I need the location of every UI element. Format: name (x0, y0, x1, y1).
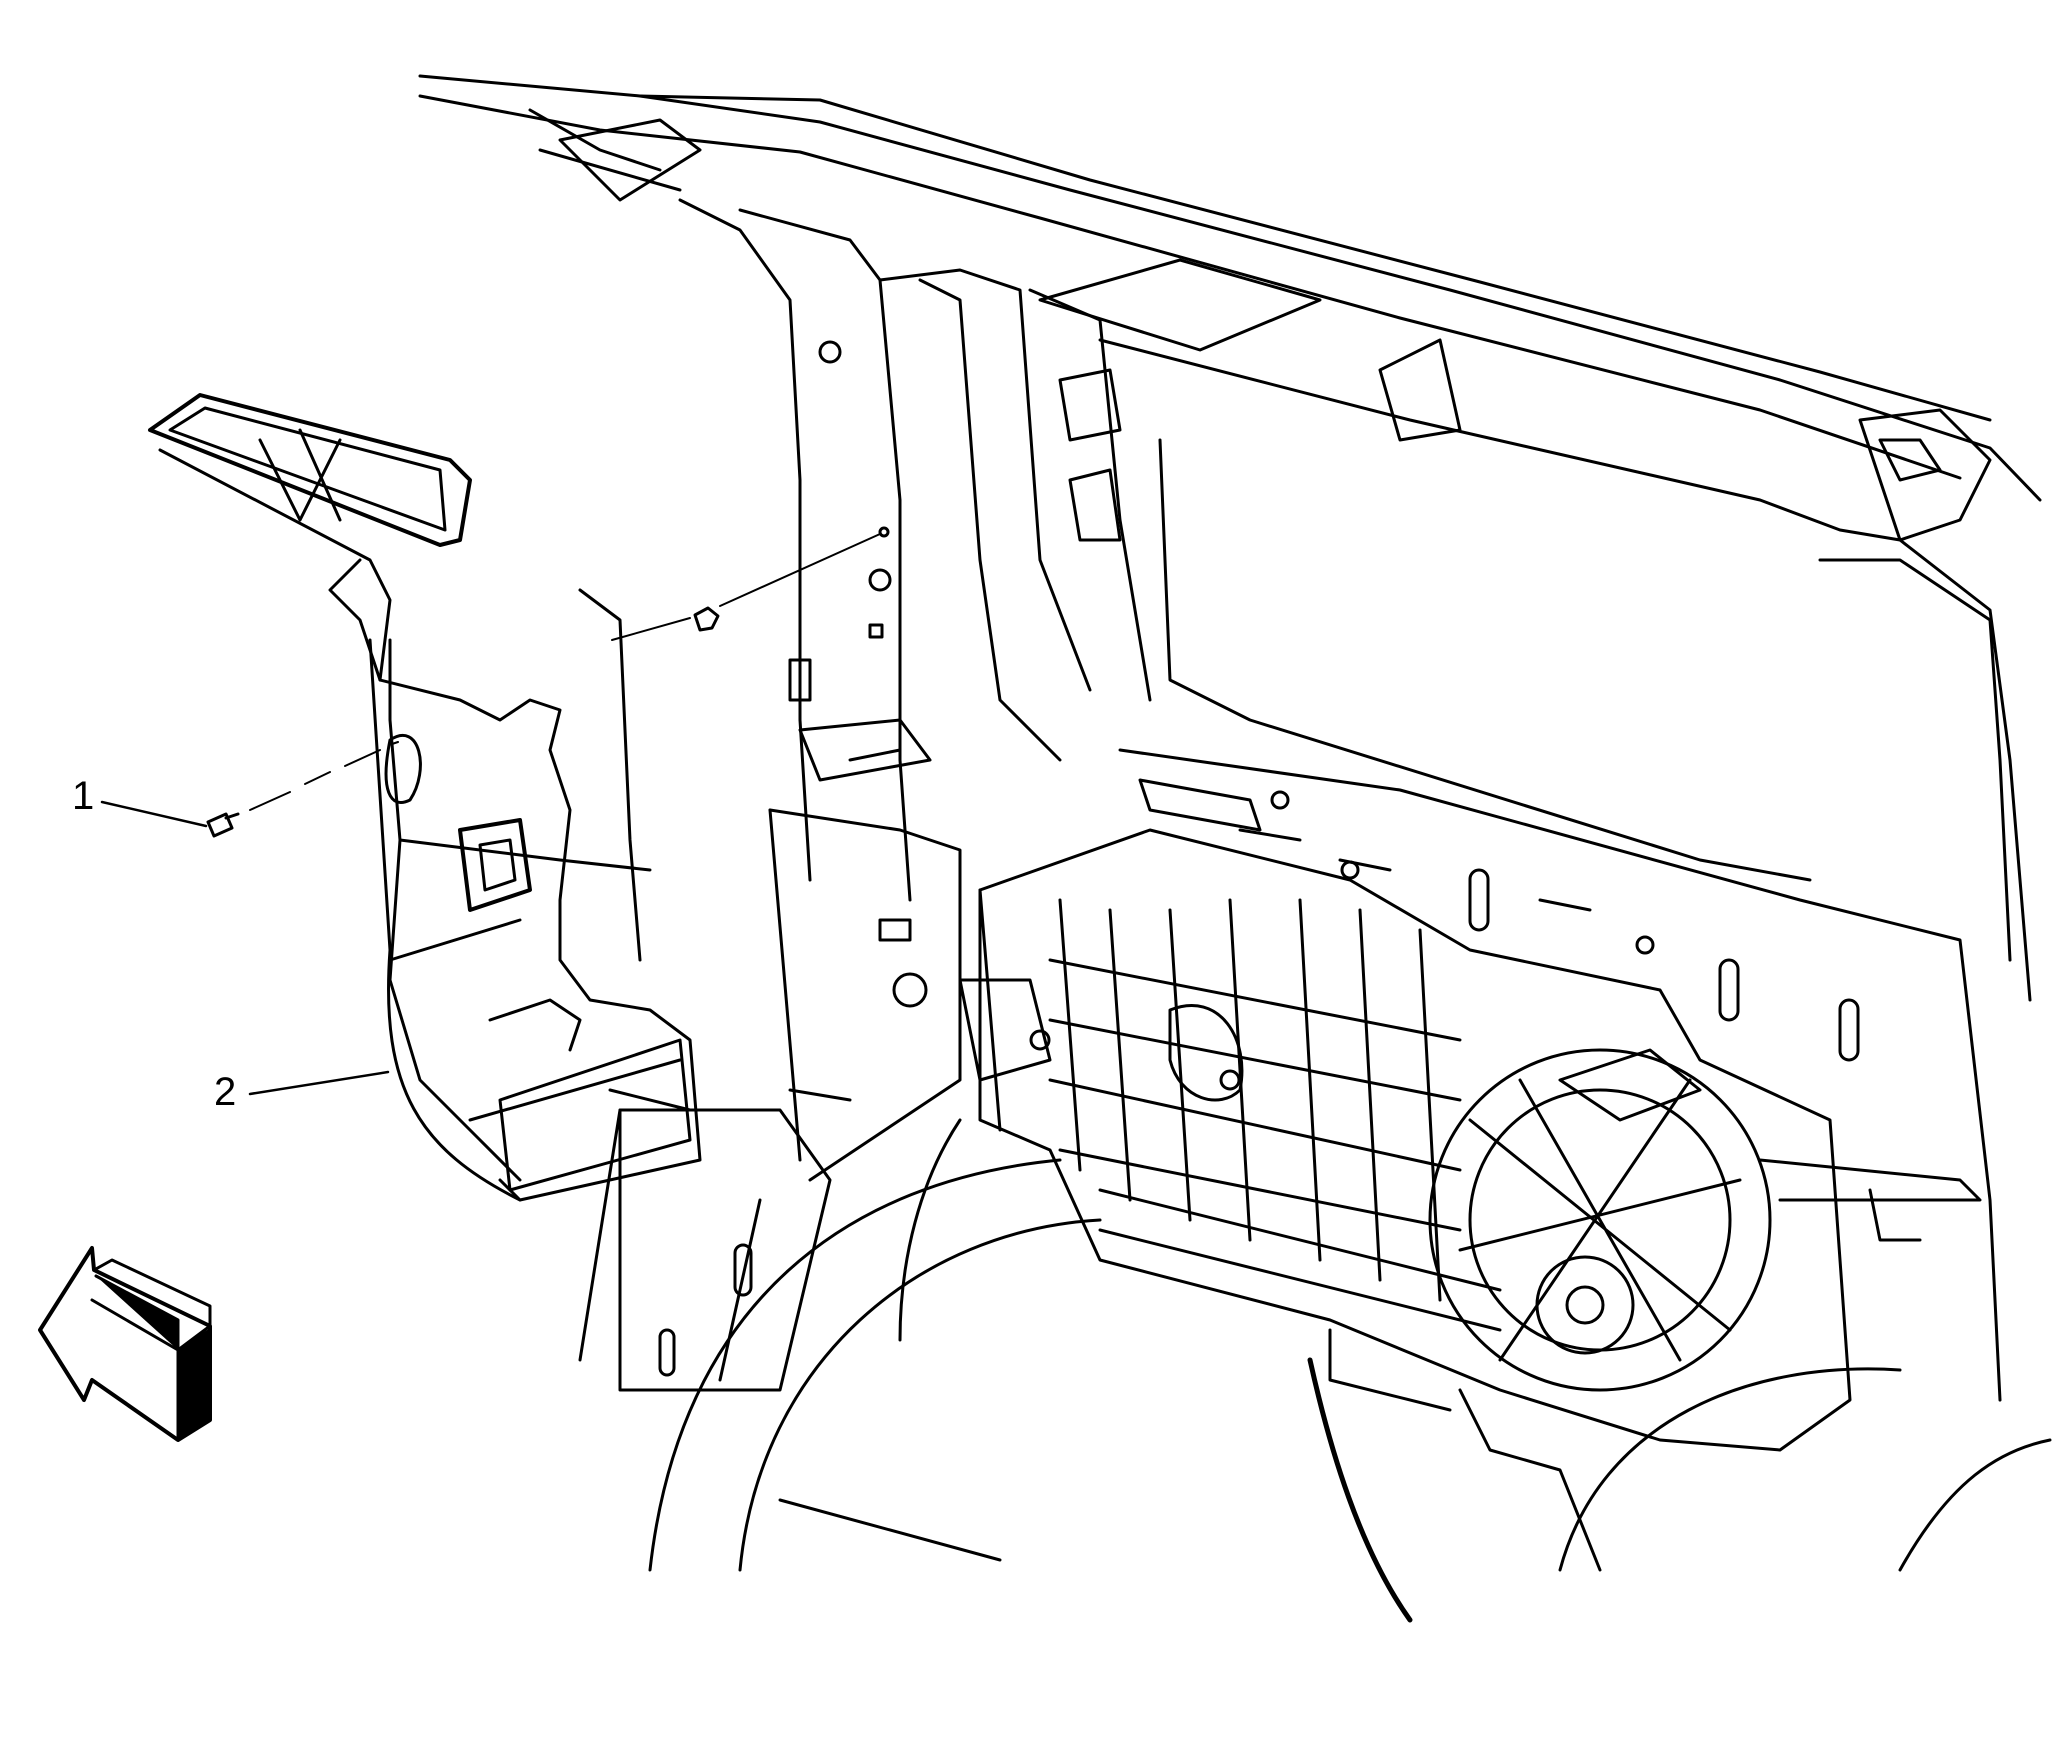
roof-rail (418, 74, 2042, 542)
callout-label-1: 1 (72, 774, 95, 818)
retaining-nut (611, 526, 890, 641)
quarter-inner-panel (1118, 748, 2002, 1402)
callout-label-2: 2 (214, 1070, 237, 1114)
body-pillar (678, 198, 1152, 902)
lower-bracket (578, 808, 962, 1392)
fastener (206, 741, 399, 838)
wiring-harness (1307, 1357, 1602, 1623)
callout-leaders (100, 800, 390, 1096)
blower-motor (1428, 1048, 1982, 1392)
wheel-house (648, 1118, 2052, 1572)
forward-arrow-icon (38, 1246, 212, 1442)
air-duct (148, 393, 702, 1202)
rear-window-opening (1098, 338, 2032, 1002)
hvac-module (958, 828, 1852, 1452)
